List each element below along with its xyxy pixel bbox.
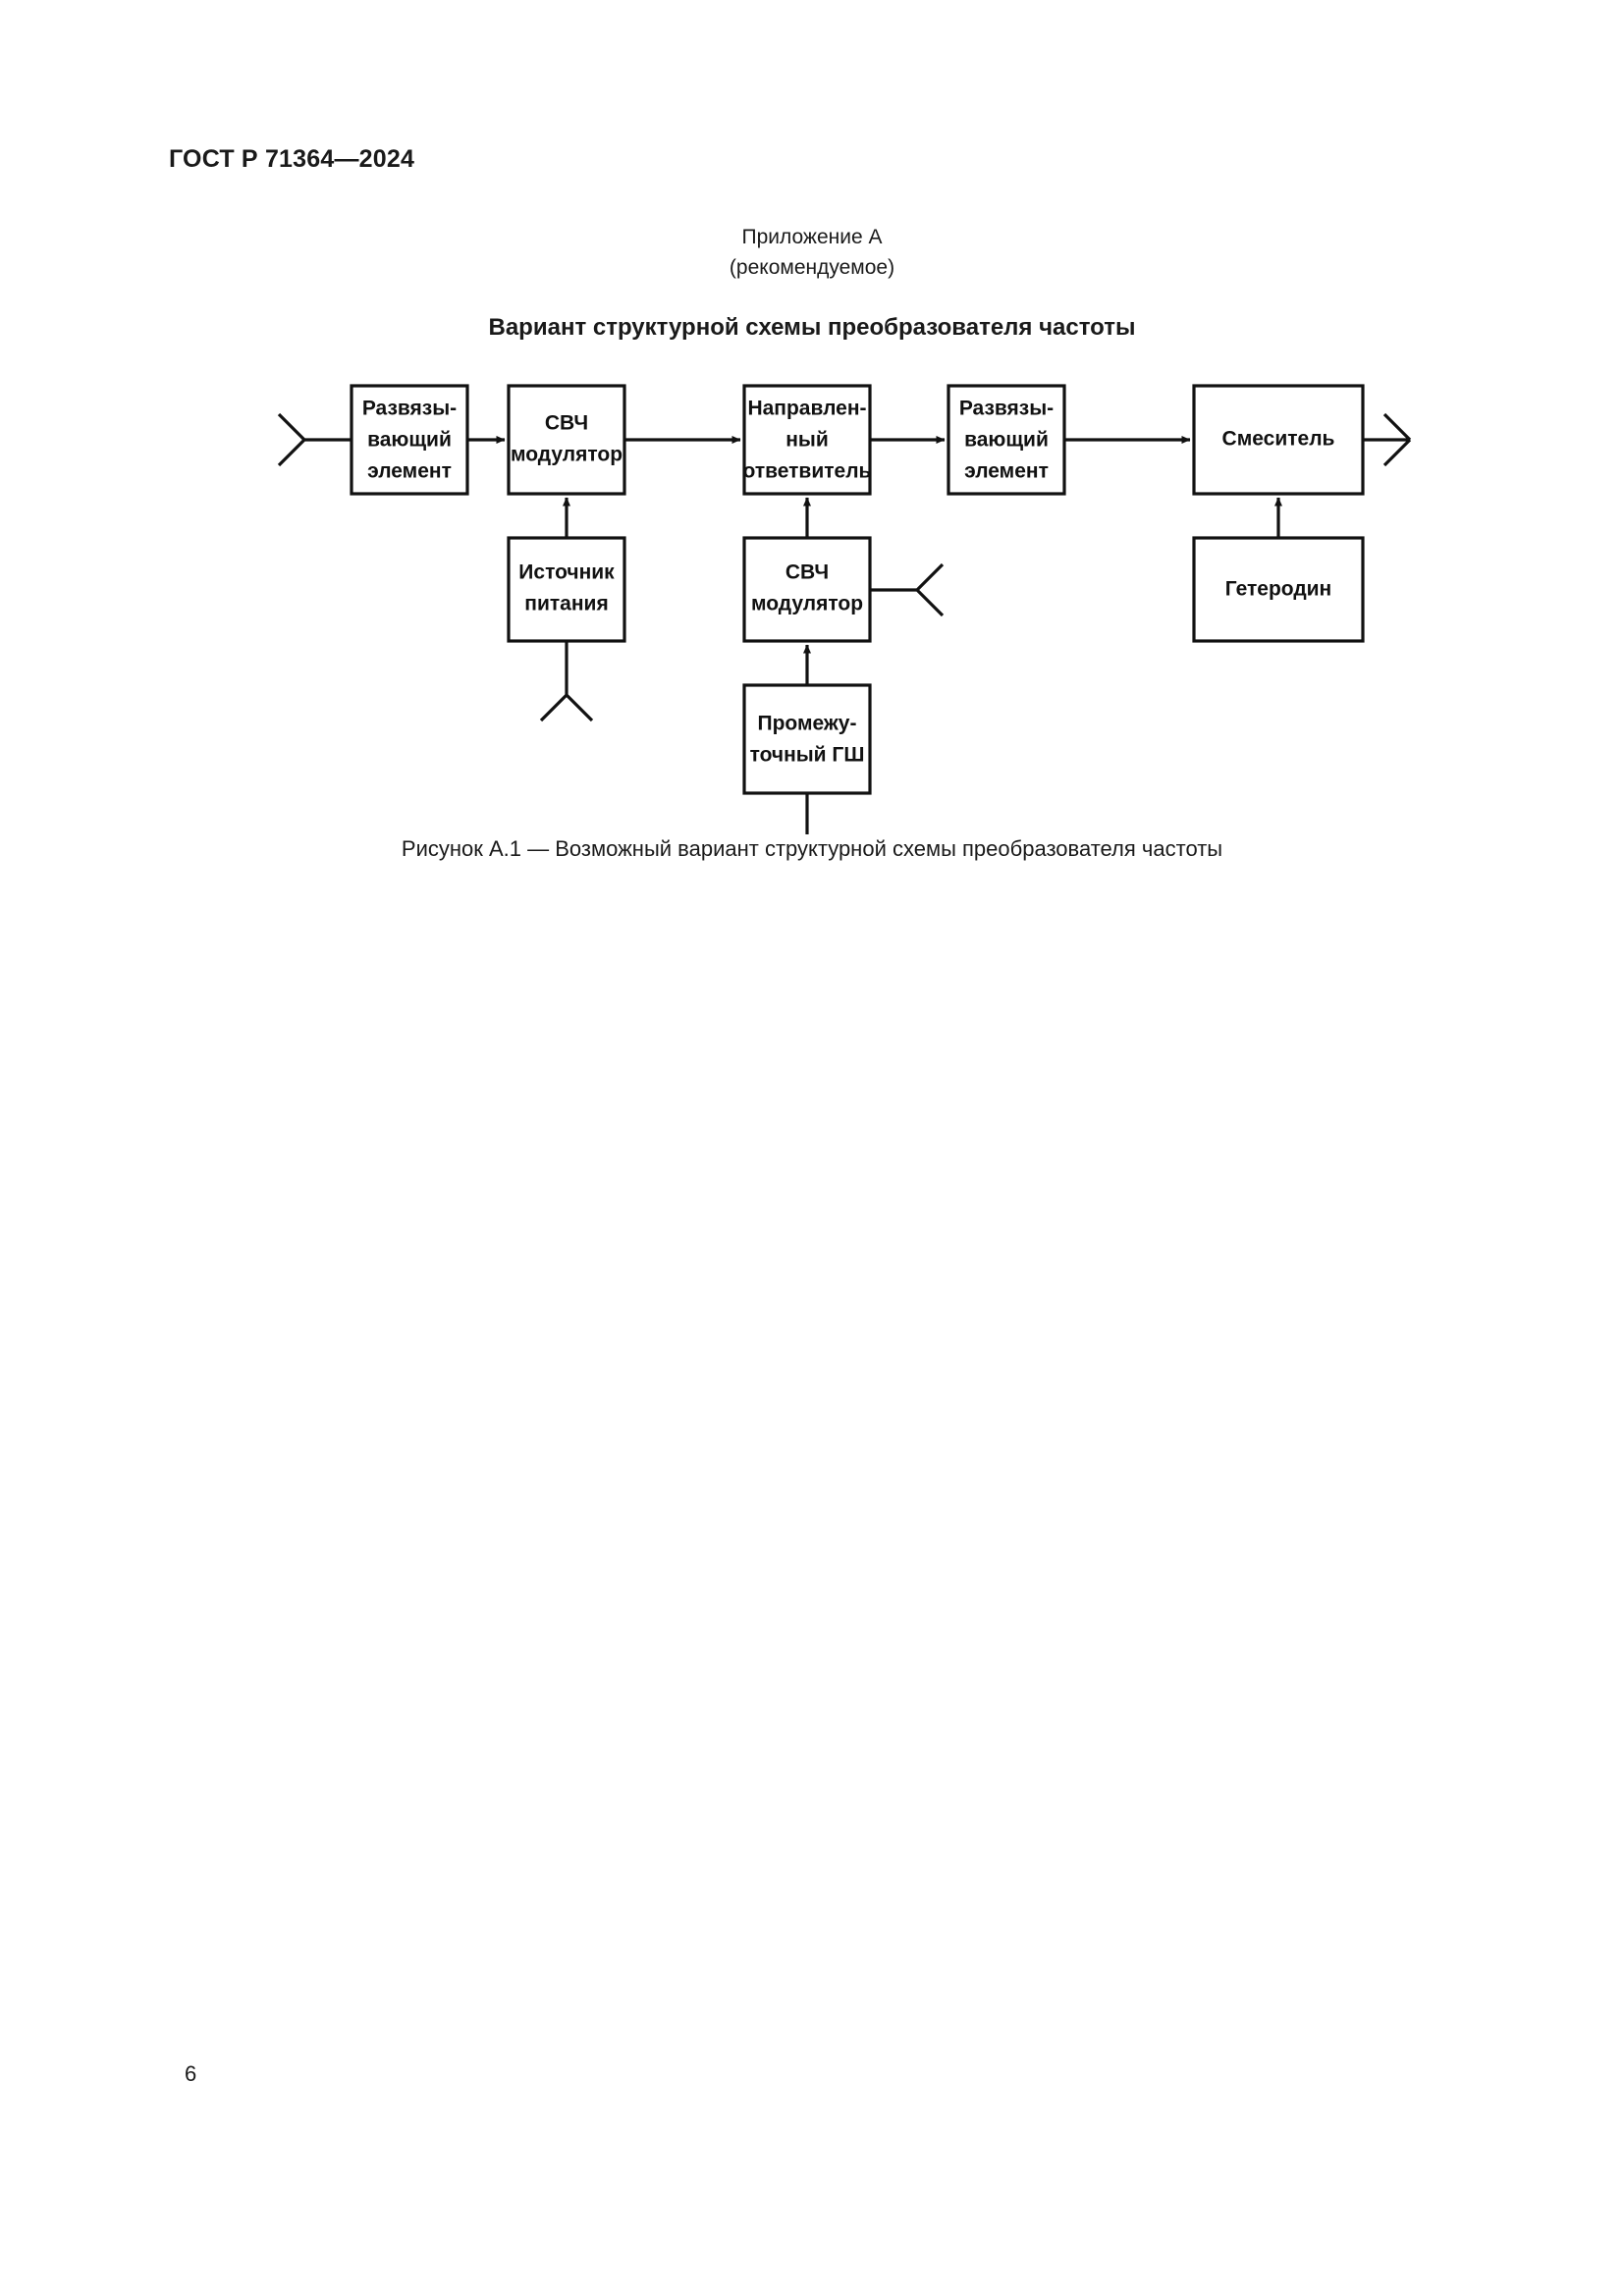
block-directional-coupler [742, 384, 872, 496]
annex-status: (рекомендуемое) [729, 256, 895, 279]
label-shf-modulator-2-line1: СВЧ [785, 561, 829, 584]
label-directional-coupler-line3: ответвитель [743, 460, 872, 483]
block-isolator-2 [947, 384, 1066, 496]
label-shf-modulator-1-line1: СВЧ [545, 412, 588, 435]
figure-block-diagram: Развязы- вающий элемент СВЧ модулятор На… [0, 363, 1624, 834]
label-directional-coupler-line2: ный [785, 429, 829, 452]
label-isolator-2-line1: Развязы- [959, 398, 1054, 420]
page-number: 6 [185, 2061, 197, 2086]
annex-label: Приложение А [741, 226, 883, 248]
annex-title: Вариант структурной схемы преобразовател… [488, 314, 1136, 341]
block-local-oscillator [1192, 536, 1365, 643]
label-isolator-1-line3: элемент [367, 460, 452, 483]
label-mixer-line1: Смеситель [1222, 428, 1335, 451]
label-noise-generator-line1: Промежу- [758, 713, 857, 735]
label-local-oscillator-line1: Гетеродин [1225, 578, 1332, 601]
figure-caption: Рисунок А.1 — Возможный вариант структур… [401, 836, 1223, 861]
label-isolator-1-line2: вающий [367, 429, 452, 452]
running-header: ГОСТ Р 71364—2024 [169, 145, 415, 173]
label-noise-generator-line2: точный ГШ [750, 744, 865, 767]
label-shf-modulator-1-line2: модулятор [511, 444, 623, 466]
label-isolator-1-line1: Развязы- [362, 398, 457, 420]
annex-heading: Приложение А (рекомендуемое) [0, 222, 1624, 283]
block-power-supply [507, 536, 626, 643]
label-shf-modulator-2-line2: модулятор [751, 593, 863, 615]
antenna-noise-generator-icon [805, 793, 809, 834]
label-power-supply-line2: питания [524, 593, 608, 615]
antenna-output-icon [1363, 412, 1412, 467]
label-isolator-2-line3: элемент [964, 460, 1049, 483]
label-power-supply-line1: Источник [518, 561, 615, 584]
label-isolator-2-line2: вающий [964, 429, 1049, 452]
antenna-power-supply-icon [539, 641, 594, 722]
block-shf-modulator-2 [742, 536, 872, 643]
antenna-input-icon [277, 412, 352, 467]
block-shf-modulator-1 [507, 384, 626, 496]
block-intermediate-noise-generator [742, 683, 872, 795]
label-directional-coupler-line1: Направлен- [747, 398, 866, 420]
antenna-modulator2-icon [870, 562, 945, 617]
